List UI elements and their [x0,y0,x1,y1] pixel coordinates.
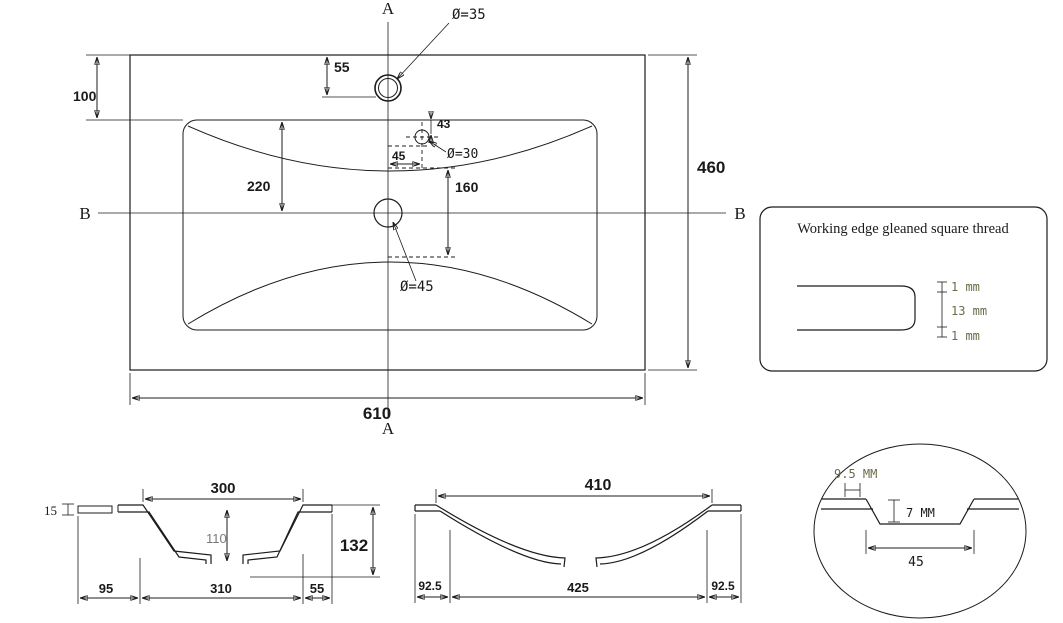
dish-section-outer [439,510,709,565]
dim-depth-label: 7 MM [906,506,935,520]
section-bb: 410 92.5 425 92.5 [414,477,742,603]
dim-overflow-drop-label: 43 [437,117,451,131]
dim-faucet-offset: 55 [322,57,376,98]
dim-basin-depth: 110 [206,510,227,561]
edge-detail: 9.5 MM 7 MM 45 [813,443,1027,619]
dim-edge-thickness-label: 15 [44,503,57,518]
dim-top-opening-label: 300 [210,480,235,497]
basin-outline [182,119,598,331]
thread-dims: 1 mm 13 mm 1 mm [937,280,987,343]
faucet-hole-label: Ø=35 [452,7,486,23]
drain-hole [373,198,403,228]
section-label-b-left: B [79,204,90,223]
dish-section-inner [435,504,713,568]
basin-bottom-contour [187,261,593,325]
drain-hole-label: Ø=45 [400,279,434,295]
dim-top-label: 1 mm [951,280,980,294]
note-title: Working edge gleaned square thread [797,221,1009,237]
dim-span: 45 [865,530,975,570]
overflow-hole-label: Ø=30 [447,147,478,162]
section-aa: 15 300 110 132 [44,480,380,604]
dim-basin-front: 220 [247,122,282,211]
section-label-b-right: B [734,204,745,223]
dim-overflow-drop: 43 [431,112,451,143]
dim-overall-width: 610 [129,373,646,423]
dim-drain-offset-label: 160 [455,179,479,195]
dim-bottom-width-label: 310 [210,581,232,596]
right-flange [708,504,742,512]
left-flange [414,504,440,512]
groove-profile [865,498,975,525]
dim-edge-thickness: 15 [44,503,74,518]
dim-bottom-label: 1 mm [951,329,980,343]
leader-line [393,222,417,282]
section-label-a-top: A [382,0,395,18]
dim-width: 9.5 MM [834,467,877,497]
dim-overall-height: 132 [250,504,380,578]
dim-overall-depth-label: 460 [697,158,725,177]
dim-rim-to-basin: 100 [73,54,183,121]
dim-depth: 7 MM [888,499,935,523]
sheet-lines [821,498,1019,510]
dim-basin-front-label: 220 [247,178,271,194]
dim-middle-label: 13 mm [951,304,987,318]
faucet-hole-inner [378,78,398,98]
dim-top-opening: 410 [435,477,713,503]
dim-faucet-offset-label: 55 [334,59,350,75]
dim-top-opening: 300 [142,480,304,502]
thread-note: Working edge gleaned square thread 1 mm … [759,206,1048,372]
dim-span-label: 45 [908,555,924,570]
dim-overall-depth: 460 [648,54,725,371]
leader-line [397,22,450,79]
dim-width-label: 9.5 MM [834,467,877,481]
dim-right-label: 55 [310,581,324,596]
dim-drain-offset: 160 [388,167,479,258]
dim-left-label: 95 [99,581,113,596]
dim-bottom-width-label: 425 [567,580,589,595]
basin-top-contour [187,125,593,172]
dim-overflow-offset: 45 [388,145,430,164]
edge-slab [77,505,113,514]
detail-bubble [813,443,1027,619]
plan-view: A A B B Ø=35 55 100 220 [73,0,746,438]
thread-profile [797,285,916,331]
leader-line [429,141,447,153]
dim-overall-width-label: 610 [363,404,391,423]
dim-left-label: 92.5 [418,579,442,593]
dim-top-opening-label: 410 [585,477,612,494]
basin-section-outer [118,511,332,564]
bottom-dim-chain: 92.5 425 92.5 [414,514,742,603]
section-label-a-bottom: A [382,419,395,438]
note-box [759,206,1048,372]
faucet-hole [374,74,402,102]
dim-basin-depth-label: 110 [206,531,227,546]
dim-overall-height-label: 132 [340,536,368,555]
countertop-outline [129,54,646,371]
dim-overflow-offset-label: 45 [392,149,406,163]
bottom-dim-chain: 95 310 55 [77,514,333,604]
dim-rim-to-basin-label: 100 [73,88,97,104]
dim-right-label: 92.5 [711,579,735,593]
